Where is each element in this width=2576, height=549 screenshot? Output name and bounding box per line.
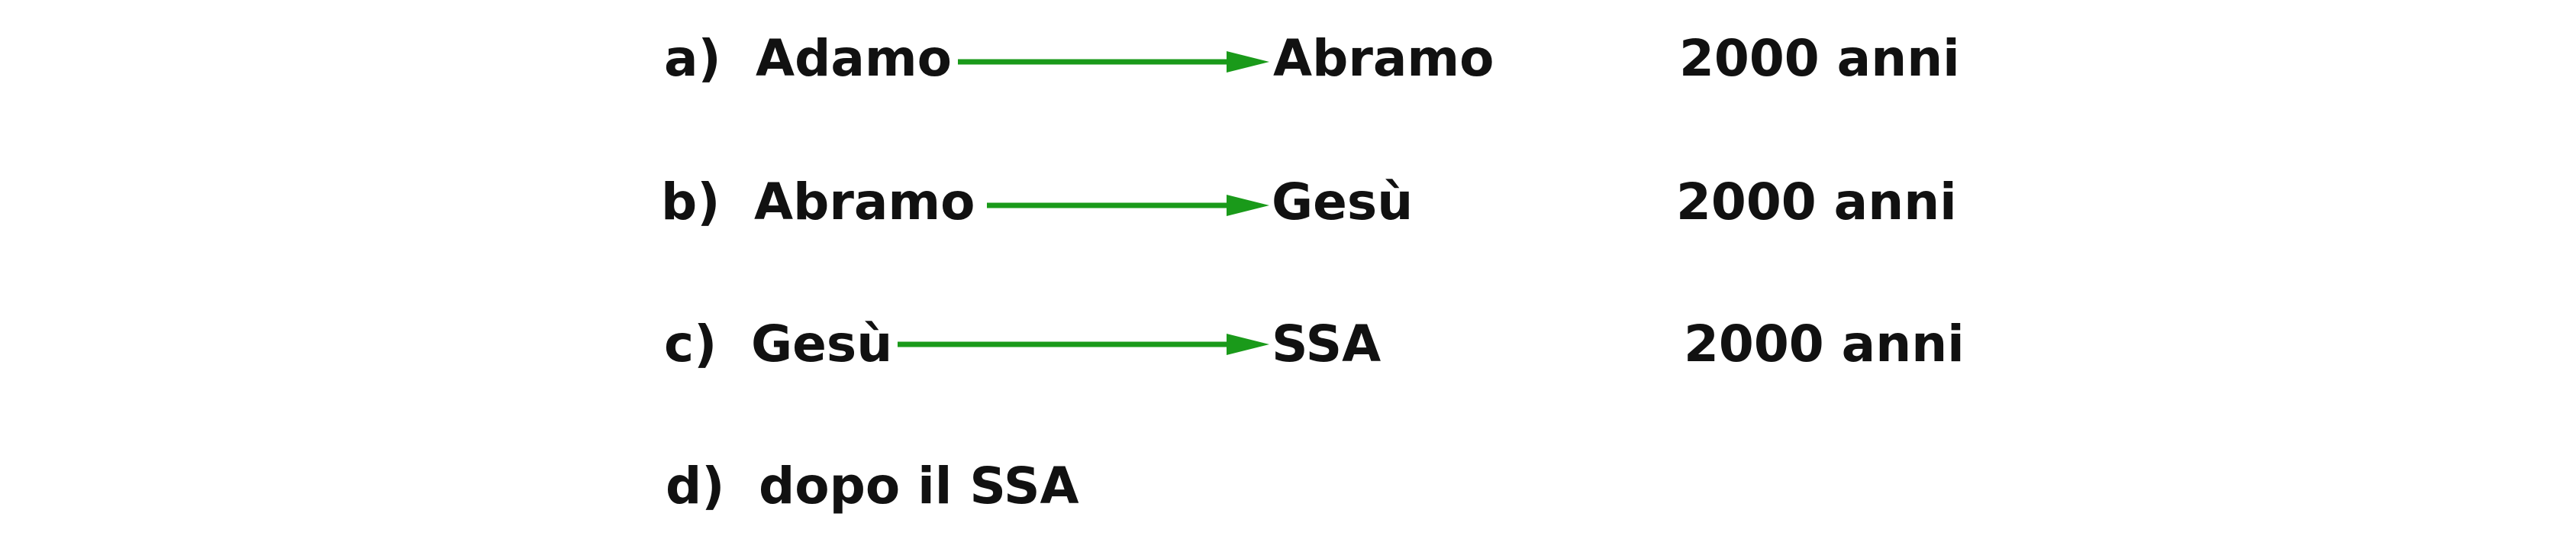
row-b-letter: b) xyxy=(661,173,721,231)
row-c-from: Gesù xyxy=(751,315,893,373)
row-b-to: Gesù xyxy=(1272,173,1414,231)
row-a-duration: 2000 anni xyxy=(1679,29,1960,88)
row-b-duration: 2000 anni xyxy=(1676,173,1957,231)
row-d-letter: d) xyxy=(666,457,725,515)
row-a-to: Abramo xyxy=(1273,29,1494,88)
row-c-arrow xyxy=(898,333,1269,356)
row-c-letter: c) xyxy=(664,315,717,373)
row-a-from: Adamo xyxy=(756,29,952,88)
row-c-duration: 2000 anni xyxy=(1684,315,1965,373)
row-b-arrow xyxy=(987,194,1269,217)
row-c-to: SSA xyxy=(1272,315,1381,373)
row-a-letter: a) xyxy=(664,29,721,88)
row-b-from: Abramo xyxy=(754,173,975,231)
row-d-text: dopo il SSA xyxy=(759,457,1079,515)
row-a-arrow xyxy=(958,50,1269,73)
